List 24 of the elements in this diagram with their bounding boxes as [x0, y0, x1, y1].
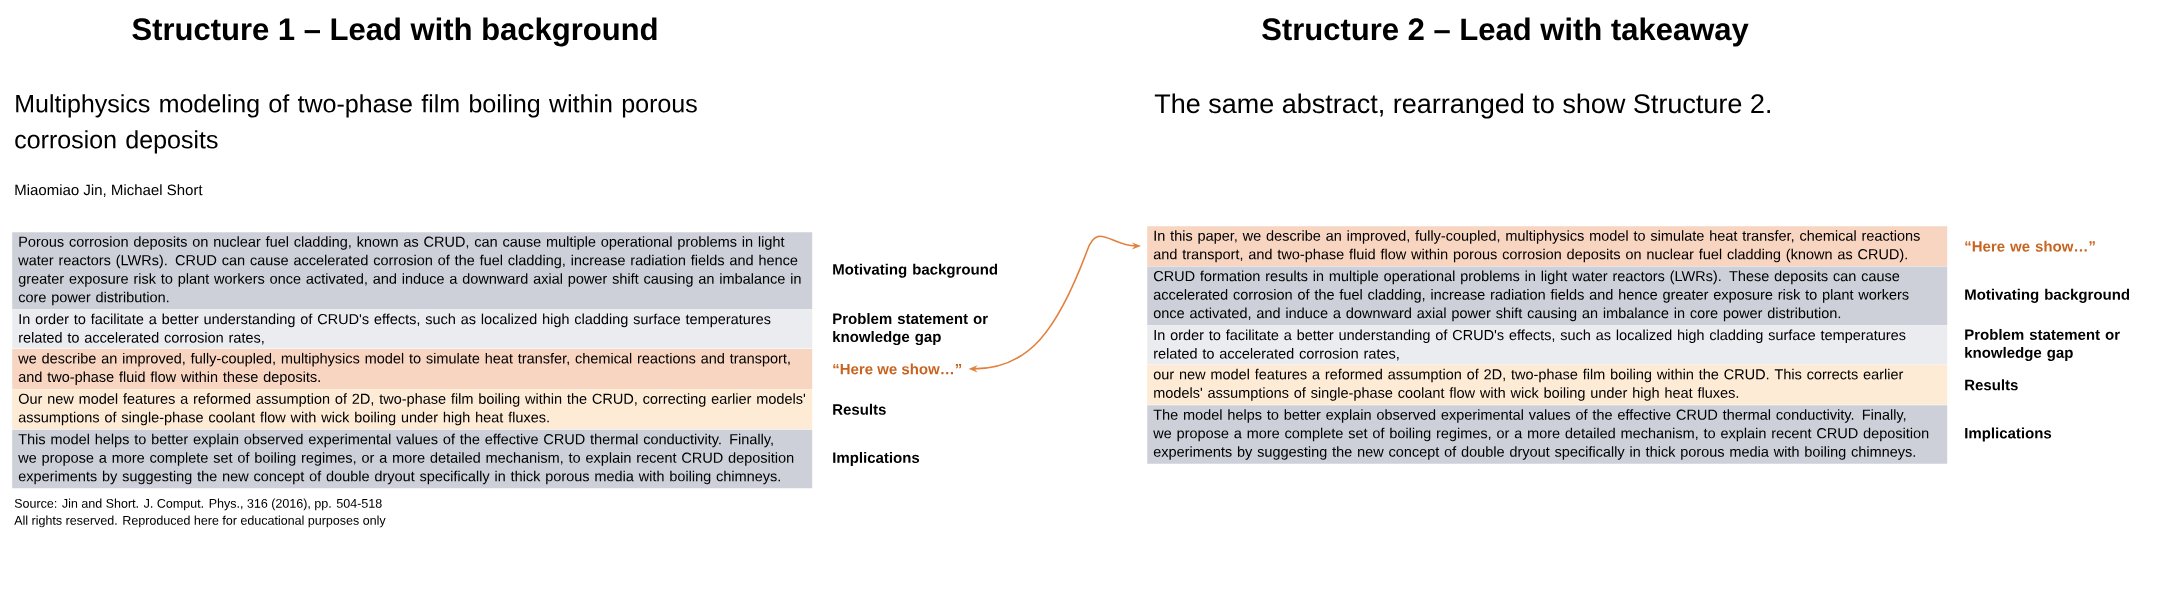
heading: Structure 2 – Lead with takeaway: [1262, 17, 1749, 47]
section-label: “Here we show…”: [833, 363, 962, 375]
highlighted-passage: Our new model features a reformed assumption of 2D, two-phase film boiling within the CRUD, correcting earlier models' assumptions of single-phase coolant flow with wick boiling under high heat fluxes.: [12, 389, 813, 430]
section-label: “Here we show…”: [1965, 240, 2095, 252]
highlighted-passage: CRUD formation results in multiple operational problems in light water reactors (LWRs). These deposits can cause accelerated corrosion of the fuel cladding, increase radiation fields and hence greater exposure risk to plant workers once activated, and induce a downward axial power shift causing an imbalance in core power distribution.: [1147, 266, 1948, 326]
highlighted-passage: The model helps to better explain observed experimental values of the effective CRUD thermal conductivity. Finally, we propose a more complete set of boiling regimes, or a more detailed mechanism, to explain recent CRUD deposition experiments by suggesting the new concept of double dryout specifically in thick porous media with boiling chimneys.: [1147, 405, 1948, 464]
section-label: Implications: [833, 452, 920, 466]
highlighted-passage: This model helps to better explain observed experimental values of the effective CRUD thermal conductivity. Finally, we propose a more complete set of boiling regimes, or a more detailed mechanism, to explain recent CRUD deposition experiments by suggesting the new concept of double dryout specifically in thick porous media with boiling chimneys.: [12, 429, 813, 489]
subtitle: The same abstract, rearranged to show Structure 2.: [1154, 93, 1770, 119]
heading: Structure 1 – Lead with background: [132, 17, 657, 47]
highlighted-passage: our new model features a reformed assumption of 2D, two-phase film boiling within the CRUD. This corrects earlier models' assumptions of single-phase coolant flow with wick boiling under high heat fluxes.: [1147, 364, 1948, 405]
highlighted-passage: In this paper, we describe an improved, fully-coupled, multiphysics model to simulate heat transfer, chemical reactions and transport, and two-phase fluid flow within porous corrosion deposits on nuclear fuel cladding (known as CRUD).: [1147, 226, 1948, 267]
section-label: Problem statement or knowledge gap: [1965, 328, 2120, 361]
section-label: Motivating background: [1965, 288, 2130, 303]
highlighted-passage: we describe an improved, fully-coupled, multiphysics model to simulate heat transfer, chemical reactions and transport, and two-phase fluid flow within these deposits.: [12, 348, 813, 389]
author-line: Miaomiao Jin, Michael Short: [15, 184, 203, 197]
paper-title: Multiphysics modeling of two-phase film boiling within porous corrosion deposits: [15, 94, 697, 154]
source-note: All rights reserved. Reproduced here for educational purposes only: [14, 515, 386, 528]
section-label: Motivating background: [833, 263, 998, 278]
section-label: Problem statement or knowledge gap: [833, 313, 988, 346]
section-label: Results: [1965, 379, 2018, 391]
section-label: Implications: [1965, 427, 2052, 442]
section-label: Results: [833, 403, 886, 415]
highlighted-passage: Porous corrosion deposits on nuclear fuel cladding, known as CRUD, can cause multiple operational problems in light water reactors (LWRs). CRUD can cause accelerated corrosion of the fuel cladding, increase radiation fields and hence greater exposure risk to plant workers once activated, and induce a downward axial power shift causing an imbalance in core power distribution.: [12, 232, 813, 310]
